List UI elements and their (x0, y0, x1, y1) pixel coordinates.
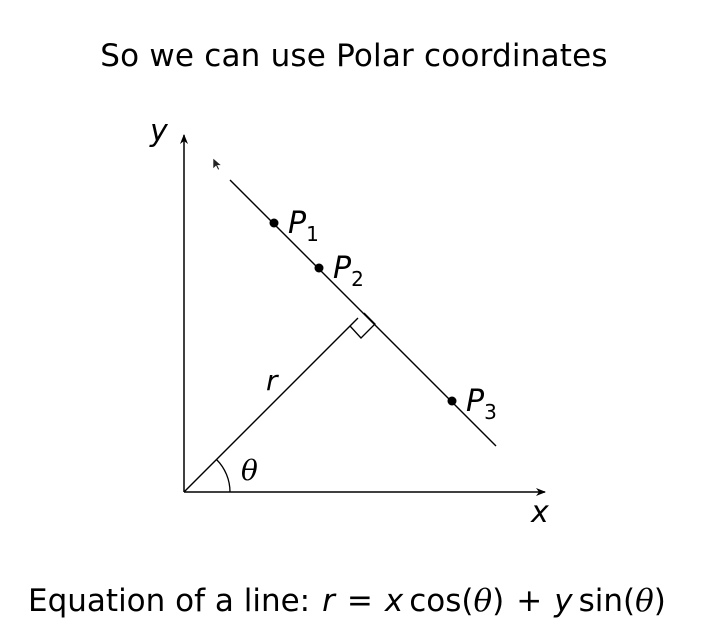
radius-line (183, 317, 359, 493)
equation-equals: = (346, 583, 373, 619)
equation-r: r (322, 583, 335, 619)
x-axis-label: x (530, 495, 549, 530)
equation-theta-1: θ (473, 583, 493, 619)
angle-label: θ (241, 454, 258, 487)
equation-close-2: ) (653, 583, 666, 619)
point-p3 (447, 396, 457, 406)
slide-title: So we can use Polar coordinates (100, 38, 608, 74)
radius-label: r (266, 364, 279, 397)
equation-y: y (554, 583, 573, 619)
point-p2 (314, 263, 324, 273)
equation-x: x (384, 583, 404, 619)
angle-arc (216, 459, 231, 493)
equation-theta-2: θ (635, 583, 654, 619)
point-p1-label: P1 (288, 206, 319, 246)
equation-close-1: ) (492, 583, 505, 619)
point-p3-label: P3 (466, 384, 497, 424)
equation-cos: cos( (409, 583, 474, 619)
cursor-icon (212, 157, 223, 171)
equation-prefix: Equation of a line: (28, 583, 311, 619)
equation-sin: sin( (578, 583, 636, 619)
point-p1 (269, 218, 279, 228)
point-p2-label: P2 (333, 251, 364, 291)
equation-plus: + (516, 583, 543, 619)
right-angle-marker (349, 312, 376, 339)
y-axis-label: y (149, 114, 169, 149)
